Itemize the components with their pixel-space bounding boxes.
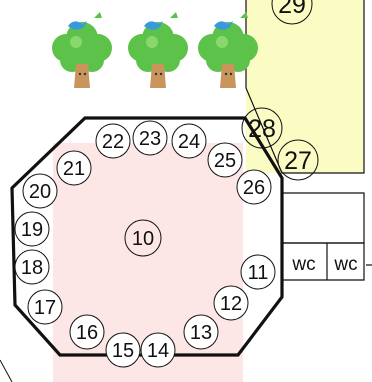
yellow-zone bbox=[246, 0, 364, 173]
spot-27[interactable]: 27 bbox=[277, 139, 319, 181]
spot-22[interactable]: 22 bbox=[95, 123, 131, 159]
spot-25[interactable]: 25 bbox=[207, 142, 243, 178]
spot-26[interactable]: 26 bbox=[236, 169, 272, 205]
spot-16[interactable]: 16 bbox=[69, 314, 105, 350]
svg-text:22: 22 bbox=[102, 131, 124, 153]
svg-text:21: 21 bbox=[63, 158, 85, 180]
svg-text:12: 12 bbox=[220, 293, 242, 315]
svg-text:24: 24 bbox=[178, 131, 200, 153]
spot-21[interactable]: 21 bbox=[56, 150, 92, 186]
svg-text:28: 28 bbox=[248, 115, 276, 143]
tree-with-bird-icon bbox=[198, 12, 258, 88]
spot-29[interactable]: 29 bbox=[271, 0, 313, 25]
spots-group: 10 11 12 13 14 15 16 17 18 19 20 21 22 23 24 25 26 27 28 29 bbox=[14, 0, 319, 368]
spot-11[interactable]: 11 bbox=[240, 254, 276, 290]
tree-with-bird-icon bbox=[128, 12, 188, 88]
spot-15[interactable]: 15 bbox=[105, 332, 141, 368]
trees-group bbox=[52, 12, 258, 88]
svg-text:27: 27 bbox=[284, 147, 312, 175]
spot-18[interactable]: 18 bbox=[14, 249, 50, 285]
svg-text:14: 14 bbox=[147, 340, 169, 362]
wc-block-outline bbox=[282, 242, 365, 281]
spot-28[interactable]: 28 bbox=[241, 107, 283, 149]
spot-17[interactable]: 17 bbox=[27, 289, 63, 325]
annex-outline bbox=[282, 192, 365, 244]
wc-label-right: wc bbox=[333, 254, 357, 275]
wc-label-left: wc bbox=[291, 254, 315, 275]
svg-text:20: 20 bbox=[29, 181, 51, 203]
corner-mark bbox=[0, 359, 13, 382]
spot-14[interactable]: 14 bbox=[140, 332, 176, 368]
svg-text:17: 17 bbox=[34, 297, 56, 319]
svg-text:29: 29 bbox=[278, 0, 306, 19]
spot-19[interactable]: 19 bbox=[14, 211, 50, 247]
svg-text:23: 23 bbox=[139, 128, 161, 150]
svg-text:16: 16 bbox=[76, 322, 98, 344]
svg-text:15: 15 bbox=[112, 340, 134, 362]
svg-text:11: 11 bbox=[248, 262, 269, 284]
spot-10[interactable]: 10 bbox=[124, 219, 162, 257]
spot-12[interactable]: 12 bbox=[213, 285, 249, 321]
svg-text:25: 25 bbox=[214, 150, 236, 172]
tree-with-bird-icon bbox=[52, 12, 112, 88]
edge-line-2 bbox=[282, 280, 364, 300]
spot-13[interactable]: 13 bbox=[183, 314, 219, 350]
svg-text:10: 10 bbox=[132, 228, 154, 250]
svg-text:18: 18 bbox=[21, 257, 43, 279]
svg-text:19: 19 bbox=[21, 219, 43, 241]
spot-23[interactable]: 23 bbox=[132, 120, 168, 156]
spot-24[interactable]: 24 bbox=[171, 123, 207, 159]
svg-text:13: 13 bbox=[190, 322, 212, 344]
octagon-hall bbox=[10, 116, 284, 357]
svg-text:26: 26 bbox=[243, 177, 265, 199]
spot-20[interactable]: 20 bbox=[22, 173, 58, 209]
